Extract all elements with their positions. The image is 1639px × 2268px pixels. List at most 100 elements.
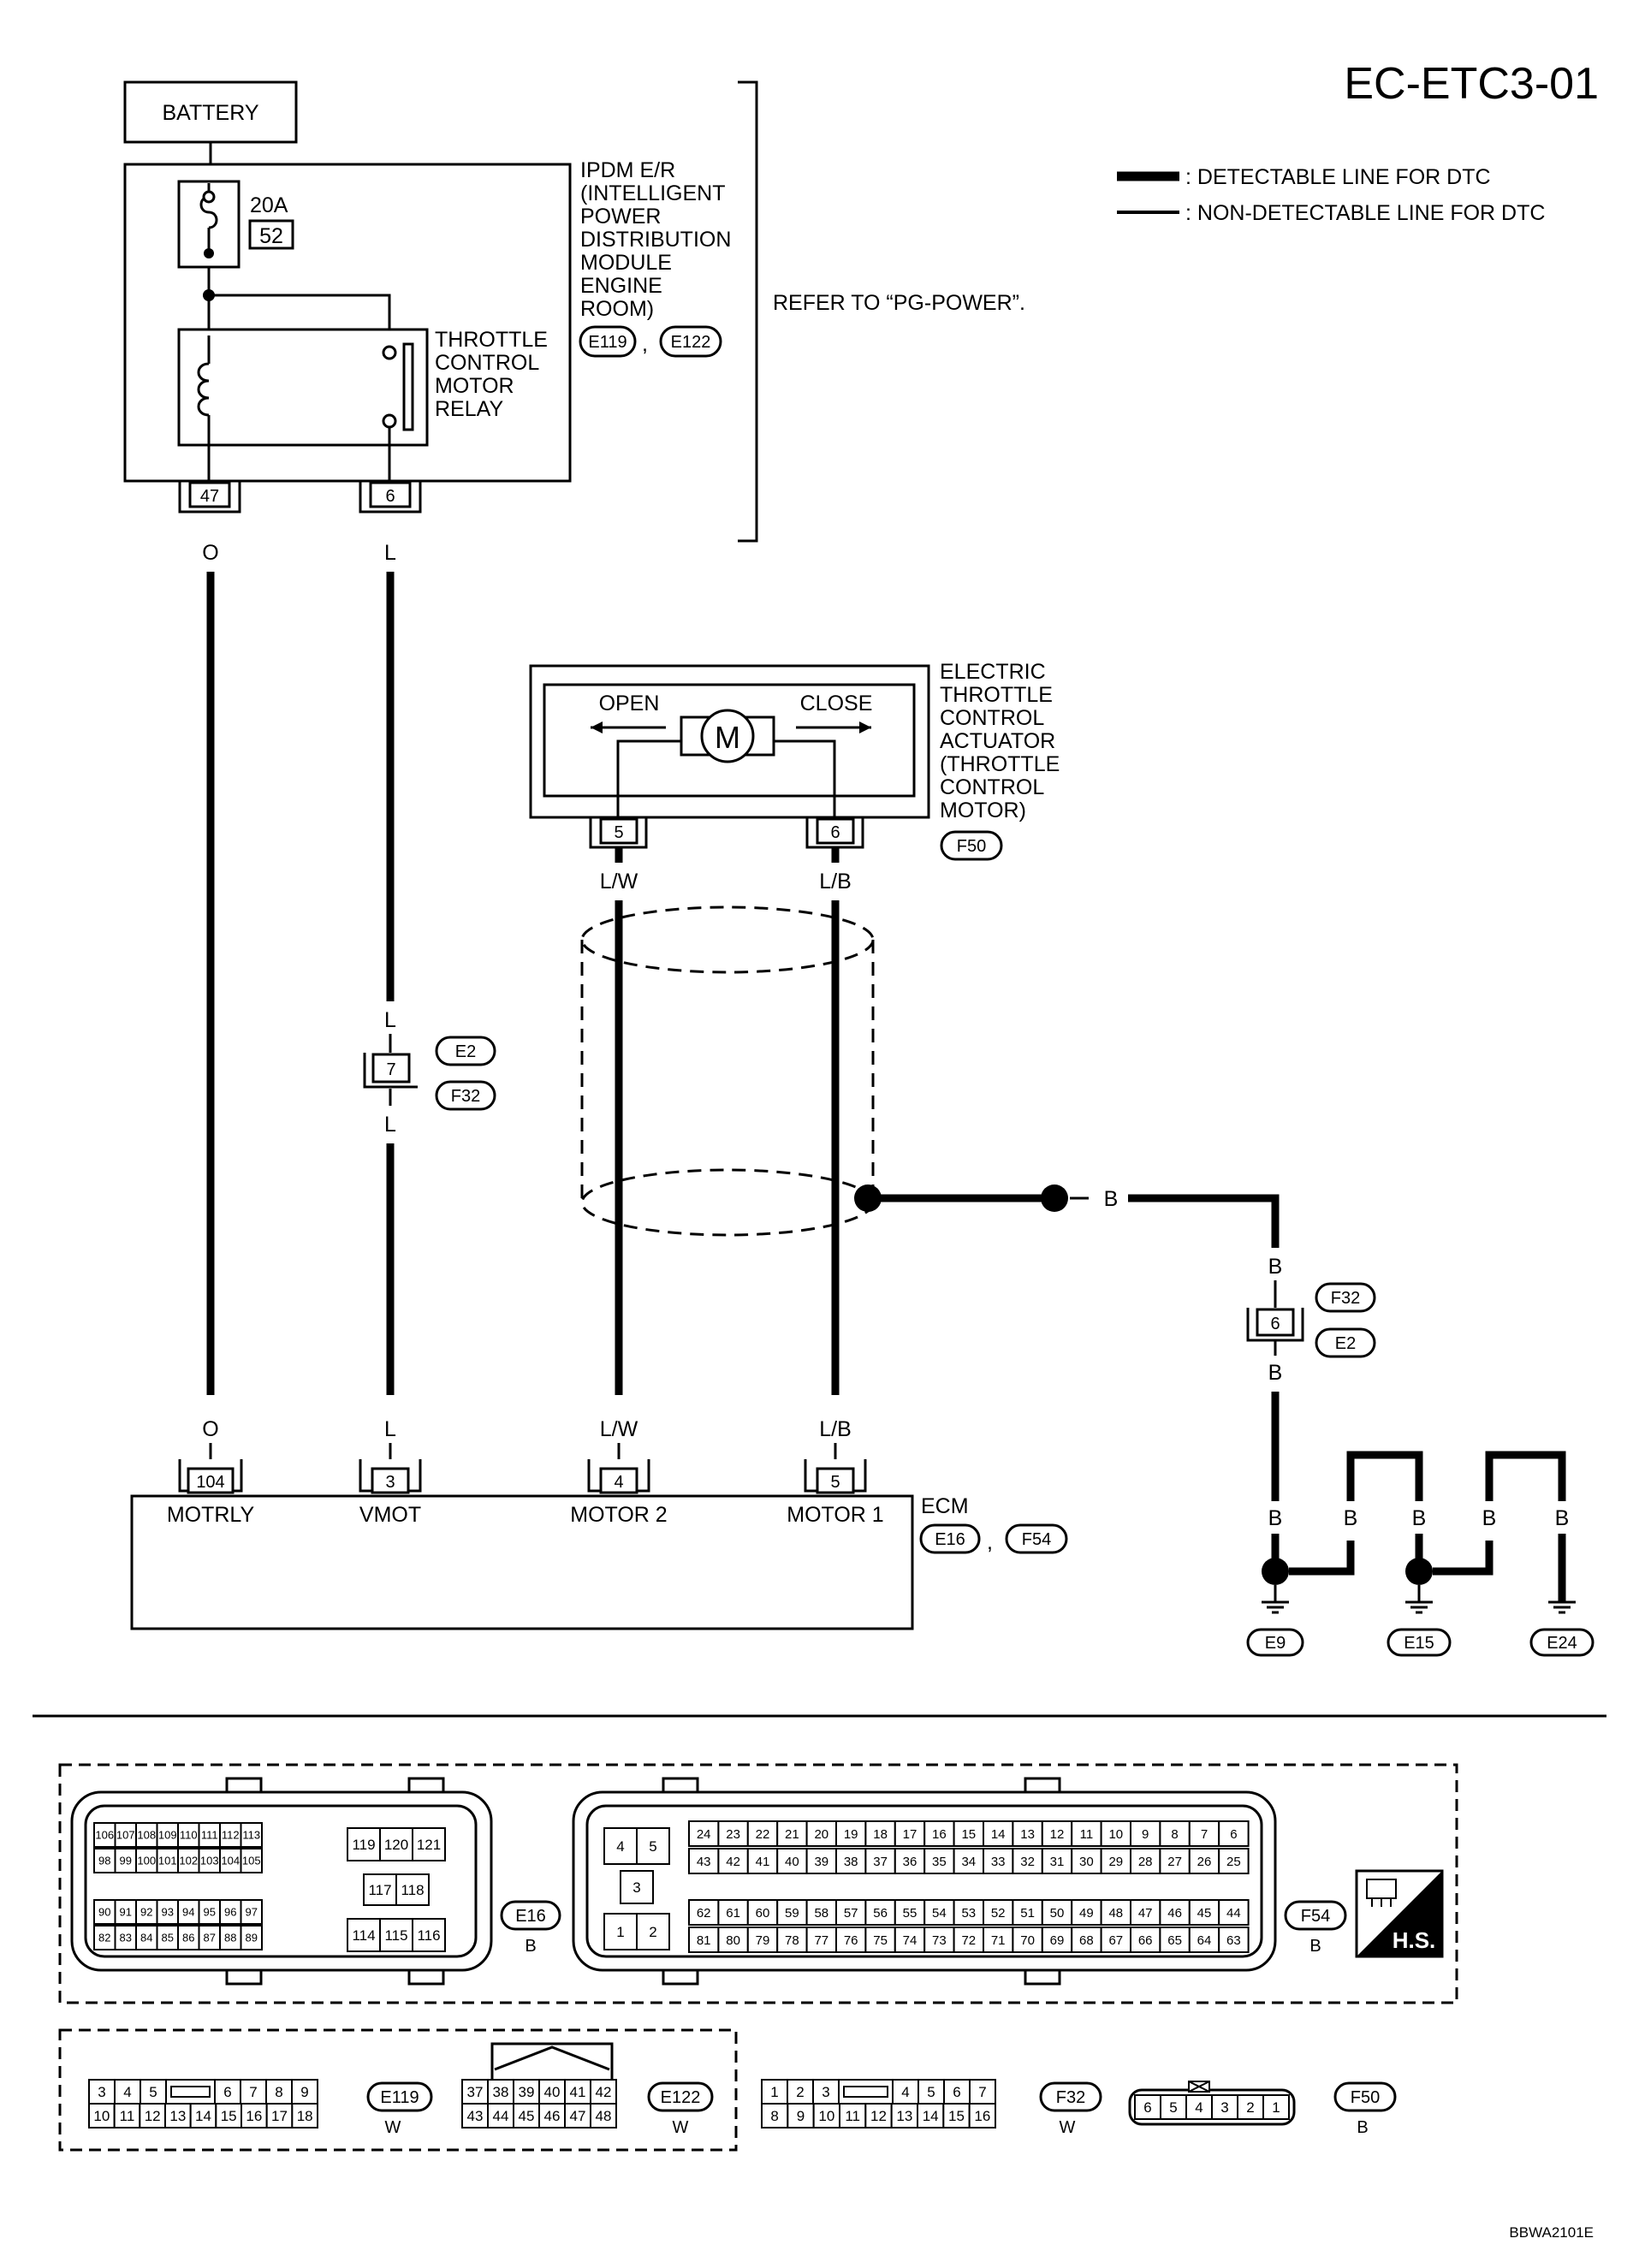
connector-pin-number: 5 <box>1169 2099 1177 2116</box>
connector-pin-number: 11 <box>1080 1827 1094 1842</box>
ground-label: E9 <box>1265 1634 1286 1653</box>
connector-pin <box>139 2103 166 2128</box>
ecm-pin-4: 4 <box>587 1459 650 1494</box>
ipdm-label-line: IPDM E/R <box>580 158 675 182</box>
ground-symbol-icon <box>1548 1600 1576 1614</box>
ecm-pin-label: 4 <box>614 1473 623 1492</box>
connector-pin <box>114 1899 137 1925</box>
connector-pin-number: 7 <box>978 2084 986 2100</box>
f54-connector-label-color: B <box>1309 1937 1321 1956</box>
connector-pin <box>835 1927 867 1953</box>
motor-symbol-label: M <box>715 720 740 755</box>
connector-pin-number: 4 <box>616 1838 624 1855</box>
connector-pin-number: 71 <box>991 1933 1006 1948</box>
battery-label: BATTERY <box>163 101 259 125</box>
connector-pin-number: 40 <box>785 1855 799 1869</box>
joint-connector-badge <box>435 1036 496 1066</box>
connector-pin-number: 86 <box>182 1932 194 1944</box>
actuator-close-label: CLOSE <box>800 692 873 715</box>
connector-key-icon <box>843 2086 888 2098</box>
actuator-label: ELECTRIC THROTTLE CONTROL ACTUATOR (THRO… <box>940 660 1066 822</box>
connector-pin-number: 81 <box>697 1933 711 1948</box>
ecm-pin-label: 5 <box>830 1473 840 1492</box>
connector-pin-number: 101 <box>158 1855 177 1867</box>
connector-pin-number: 104 <box>221 1855 240 1867</box>
wire-color-label: L/W <box>600 1417 638 1441</box>
connector-pin-number: 75 <box>873 1933 888 1948</box>
ground-joint-badge <box>1315 1327 1376 1358</box>
f54-connector-label: F54 <box>1301 1907 1330 1926</box>
connector-pin-number: 97 <box>246 1906 258 1919</box>
actuator-inner-box <box>543 683 916 798</box>
connector-pin-number: 115 <box>384 1927 407 1944</box>
f32-connector-label: F32 <box>1056 2088 1085 2107</box>
wire-color-label: B <box>1482 1506 1497 1530</box>
actuator-pin-label: 6 <box>830 823 840 842</box>
ecm-connector-separator: , <box>987 1530 993 1554</box>
ecm-terminal-label: MOTOR 2 <box>570 1503 667 1527</box>
connector-pin <box>113 2103 141 2128</box>
connector-pin-number: 58 <box>814 1906 828 1921</box>
ipdm-pin-label: 6 <box>385 487 395 506</box>
connector-pin-number: 48 <box>1108 1906 1123 1921</box>
connector-pin <box>864 1848 896 1874</box>
fuse-number-box <box>248 219 294 250</box>
connector-pin-number: 5 <box>649 1838 656 1855</box>
wire-color-label: B <box>1268 1506 1283 1530</box>
ground-joint-label: F32 <box>1331 1289 1360 1308</box>
e122-connector-badge <box>647 2081 714 2112</box>
wire-color-label: B <box>1555 1506 1570 1530</box>
connector-pin-number: 4 <box>901 2084 909 2100</box>
ipdm-pin-6: 6 <box>359 481 422 514</box>
connector-pin-number: 16 <box>246 2108 262 2124</box>
connector-pin <box>291 2079 318 2105</box>
ground-joint-label: E2 <box>1335 1334 1356 1353</box>
connector-pin-number: 68 <box>1079 1933 1094 1948</box>
drain-splice <box>1041 1184 1068 1212</box>
connector-pin-number: 13 <box>169 2108 186 2124</box>
connector-pin <box>746 1820 779 1847</box>
ecm-connector-label: E16 <box>935 1530 965 1549</box>
connector-pin-number: 44 <box>493 2108 509 2124</box>
actuator-label-line: ACTUATOR <box>940 729 1055 753</box>
f50-connector-badge <box>1333 2081 1397 2112</box>
connector-pin-number: 87 <box>204 1932 216 1944</box>
connector-pin-number: 90 <box>98 1906 110 1919</box>
actuator-label-line: MOTOR) <box>940 799 1026 822</box>
joint-pin-label: 7 <box>386 1060 395 1079</box>
connector-pin <box>461 2103 489 2128</box>
actuator-connector-badge <box>940 830 1003 861</box>
connector-pin-number: 1 <box>616 1924 624 1940</box>
connector-pin-number: 8 <box>770 2108 778 2124</box>
connector-pin-number: 64 <box>1197 1933 1212 1948</box>
connector-pin <box>746 1899 779 1926</box>
ecm-pin-3: 3 <box>359 1459 422 1494</box>
connector-pin-number: 107 <box>116 1829 135 1842</box>
relay-contact-bottom <box>382 413 397 429</box>
connector-pin <box>1012 1848 1043 1874</box>
connector-pin-number: 11 <box>845 2108 860 2124</box>
connector-pin-number: 5 <box>149 2084 157 2100</box>
connector-pin-number: 96 <box>224 1906 236 1919</box>
ground-label: E24 <box>1547 1634 1577 1653</box>
relay-label-line: MOTOR <box>435 374 514 398</box>
f50-lock-icon <box>1188 2081 1210 2093</box>
connector-pin <box>983 1848 1014 1874</box>
connector-pin-number: 28 <box>1138 1855 1153 1869</box>
connector-pin <box>1218 1899 1250 1926</box>
connector-pin-number: 26 <box>1197 1855 1212 1869</box>
connector-pin <box>1218 1820 1250 1847</box>
ecm-connector-label: F54 <box>1022 1530 1051 1549</box>
connector-pin-number: 70 <box>1020 1933 1035 1948</box>
connector-pin-number: 44 <box>1226 1906 1241 1921</box>
connector-pin-number: 55 <box>903 1906 917 1921</box>
connector-pin-number: 17 <box>903 1827 917 1842</box>
connector-pin <box>636 1827 670 1865</box>
connector-pin-number: 112 <box>222 1829 240 1842</box>
connector-pin-number: 52 <box>991 1906 1006 1921</box>
connector-pin-number: 14 <box>991 1827 1006 1842</box>
fuse-terminal-bottom <box>204 248 214 258</box>
connector-pin-number: 45 <box>519 2108 535 2124</box>
